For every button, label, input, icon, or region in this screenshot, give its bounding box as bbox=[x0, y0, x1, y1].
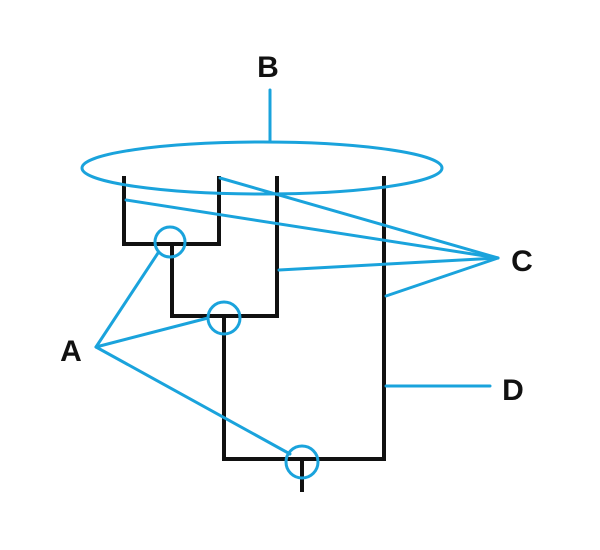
leader-line-c-3 bbox=[277, 256, 500, 272]
cladogram bbox=[122, 176, 386, 492]
node-circle-inner bbox=[153, 225, 187, 259]
root-clade-branch bbox=[222, 176, 386, 461]
label-b: B bbox=[257, 51, 279, 84]
tips-ellipse bbox=[80, 140, 444, 196]
middle-clade-branch bbox=[170, 176, 279, 318]
leader-line-c-4 bbox=[384, 256, 500, 298]
label-c: C bbox=[511, 245, 533, 278]
label-a: A bbox=[60, 335, 82, 368]
leader-line-a-root bbox=[94, 345, 292, 456]
label-d: D bbox=[502, 374, 524, 407]
leader-line-c-2 bbox=[124, 198, 500, 260]
annotations bbox=[80, 88, 500, 480]
leader-line-a-inner bbox=[94, 251, 160, 349]
node-circle-root bbox=[284, 444, 320, 480]
callout-labels: B A C D bbox=[60, 51, 533, 407]
leader-line-a-middle bbox=[94, 316, 210, 349]
leader-line-c-1 bbox=[218, 176, 500, 260]
